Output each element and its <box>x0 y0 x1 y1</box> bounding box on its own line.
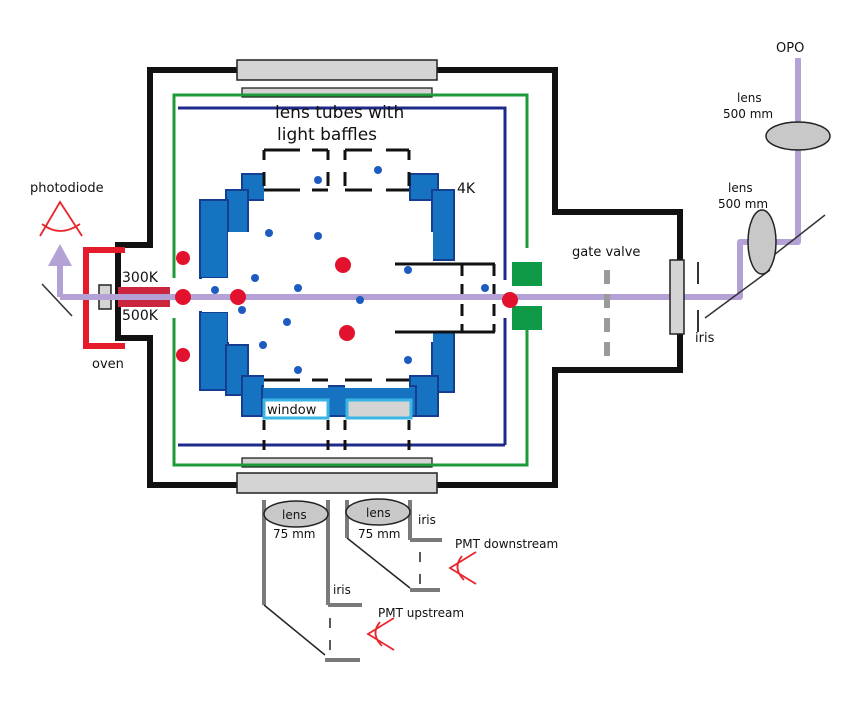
label-lens-tubes-line2: light baffles <box>277 125 377 145</box>
label-oven: oven <box>92 357 124 372</box>
green-electrode-top <box>512 262 542 286</box>
lens-bottom-left-optic <box>263 500 329 528</box>
label-lens-mid-2: 500 mm <box>718 197 768 211</box>
label-lens-bottom-right-2: 75 mm <box>358 527 400 541</box>
label-pmt-upstream: PMT upstream <box>378 606 464 620</box>
top-flange <box>236 59 438 81</box>
label-lens-tubes-line1: lens tubes with <box>275 103 404 123</box>
label-lens-top-1: lens <box>737 91 762 105</box>
label-photodiode: photodiode <box>30 181 104 196</box>
bottom-tube-right <box>345 326 409 388</box>
bottom-tube-left <box>264 326 328 388</box>
label-iris-bottom-right: iris <box>418 513 436 527</box>
top-inner-window <box>241 87 433 98</box>
lens-bottom-right-optic <box>345 498 411 526</box>
label-opo: OPO <box>776 41 804 56</box>
bottom-detection-optics <box>262 500 442 662</box>
light-baffles <box>262 148 496 450</box>
label-lens-bottom-left-1: lens <box>282 508 307 522</box>
label-lens-bottom-right-1: lens <box>366 506 391 520</box>
green-electrode-bottom <box>512 306 542 330</box>
left-mirror <box>41 283 73 317</box>
label-4k: 4K <box>457 181 476 197</box>
lens-top-optic <box>765 121 831 151</box>
label-lens-bottom-left-2: 75 mm <box>273 527 315 541</box>
vacuum-chamber-outline <box>115 67 683 488</box>
lens-mid-optic <box>747 209 777 275</box>
radiation-shield-inner <box>178 106 507 447</box>
window-left <box>262 398 330 420</box>
label-lens-mid-1: lens <box>728 181 753 195</box>
mirror-bottom <box>704 269 771 319</box>
bottom-inner-window <box>241 457 433 468</box>
label-pmt-downstream: PMT downstream <box>455 537 558 551</box>
label-iris-right: iris <box>695 331 715 346</box>
label-300k: 300K <box>122 270 159 286</box>
bottom-flange <box>236 472 438 494</box>
label-iris-bottom-left: iris <box>333 583 351 597</box>
radiation-shield-outer <box>172 93 529 467</box>
photodiode-detector-icon <box>39 200 83 237</box>
label-gate-valve: gate valve <box>572 245 640 260</box>
pmt-upstream-icon <box>366 617 395 651</box>
label-window: window <box>267 403 317 418</box>
pmt-downstream-icon <box>448 551 477 585</box>
window-right <box>345 398 413 420</box>
photodiode-arrow-head <box>48 244 72 266</box>
right-viewport <box>669 259 685 335</box>
label-lens-top-2: 500 mm <box>723 107 773 121</box>
label-500k: 500K <box>122 308 159 324</box>
ions <box>175 166 518 374</box>
